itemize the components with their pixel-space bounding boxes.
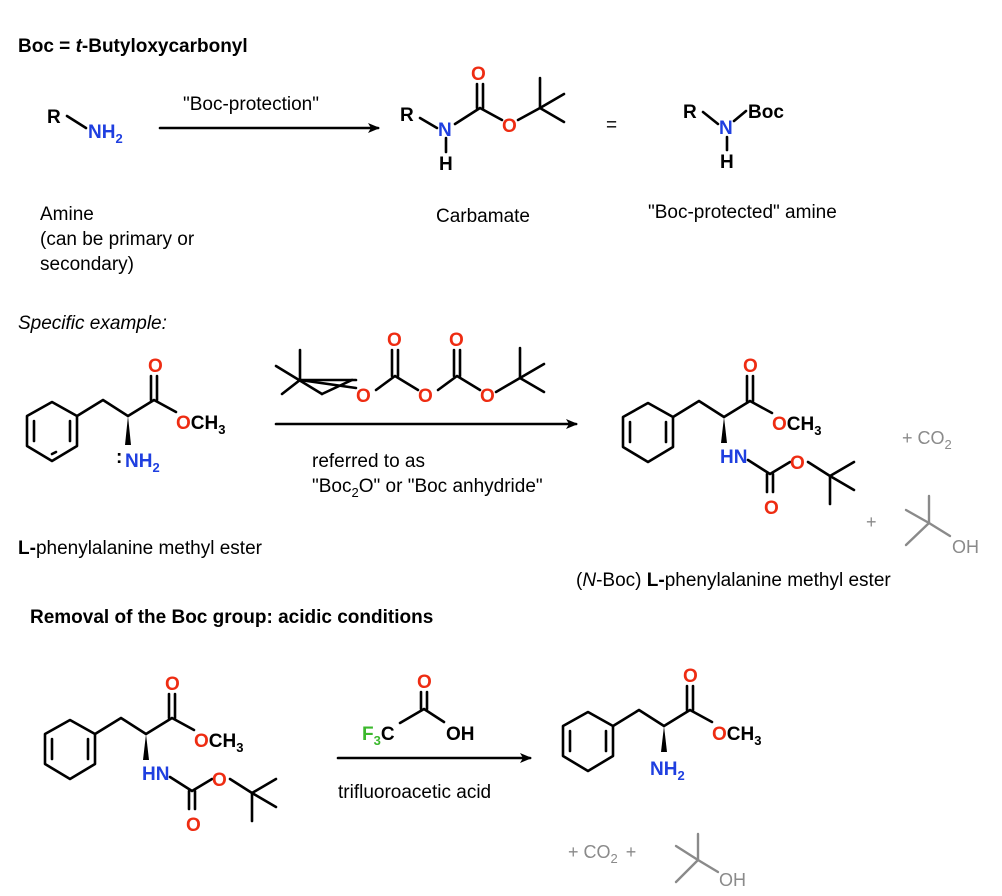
tfa-caption: trifluoroacetic acid: [338, 782, 491, 803]
svg-text:O: O: [148, 356, 163, 377]
svg-text:Boc: Boc: [748, 102, 784, 123]
svg-text:OH: OH: [719, 870, 746, 890]
svg-text:HN: HN: [142, 764, 169, 785]
equals-sign: =: [606, 115, 617, 136]
svg-text:O: O: [186, 815, 201, 836]
boc-anhydride-caption: referred to as "Boc2O" or "Boc anhydride…: [312, 451, 543, 500]
removal-product-structure: O OCH3 NH2: [561, 666, 761, 783]
svg-text:O: O: [502, 116, 517, 137]
svg-text:R: R: [47, 107, 61, 128]
svg-text:OCH3: OCH3: [772, 414, 821, 438]
start-material-caption: L-phenylalanine methyl ester: [18, 538, 263, 559]
specific-example-label: Specific example:: [18, 313, 167, 334]
removal-tert-butanol-structure: OH: [674, 832, 746, 890]
svg-text:O: O: [764, 498, 779, 519]
removal-byproducts: + CO2+: [568, 842, 636, 866]
svg-text:OCH3: OCH3: [194, 731, 243, 755]
svg-text:OCH3: OCH3: [712, 724, 761, 748]
svg-text:O: O: [790, 453, 805, 474]
tert-butanol-structure: OH: [904, 494, 979, 557]
carbamate-caption: Carbamate: [436, 206, 530, 227]
svg-text:H: H: [439, 154, 453, 175]
svg-text:OH: OH: [952, 537, 979, 557]
svg-text:O: O: [165, 674, 180, 695]
svg-text:O: O: [449, 330, 464, 351]
svg-text:R: R: [400, 105, 414, 126]
svg-text:N: N: [438, 120, 452, 141]
svg-text:O: O: [356, 386, 371, 407]
svg-text:R: R: [683, 102, 697, 123]
boc-anhydride-structure: O O O O O: [274, 330, 546, 407]
svg-text:O: O: [387, 330, 402, 351]
boc-amine-structure: R N Boc H: [683, 102, 784, 173]
svg-text:NH2: NH2: [88, 122, 123, 146]
removal-start-structure: O OCH3 HN O O: [43, 674, 278, 836]
svg-text:OCH3: OCH3: [176, 413, 225, 437]
svg-text:O: O: [480, 386, 495, 407]
svg-text:O: O: [743, 356, 758, 377]
svg-text:O: O: [683, 666, 698, 687]
svg-text:OH: OH: [446, 724, 475, 745]
svg-text:O: O: [212, 770, 227, 791]
svg-text:N: N: [719, 118, 733, 139]
svg-text::: :: [116, 447, 122, 468]
svg-text:H: H: [720, 152, 734, 173]
removal-heading: Removal of the Boc group: acidic conditi…: [30, 607, 433, 628]
nboc-phenylalanine-methyl-ester: O OCH3 HN O O: [621, 356, 856, 519]
svg-text:HN: HN: [720, 447, 747, 468]
carbamate-structure: R N H O O: [400, 64, 566, 175]
svg-text:F3C: F3C: [362, 724, 395, 748]
heading-boc: Boc = t-Butyloxycarbonyl: [18, 36, 248, 57]
co2-byproduct: + CO2: [902, 428, 952, 452]
amine-structure: R NH2: [47, 107, 123, 146]
phenylalanine-methyl-ester: O OCH3 : NH2: [25, 356, 225, 475]
svg-text:NH2: NH2: [125, 451, 160, 475]
product-caption: (N-Boc) L-phenylalanine methyl ester: [576, 570, 891, 591]
amine-caption: Amine (can be primary or secondary): [40, 204, 199, 275]
svg-text:O: O: [418, 386, 433, 407]
svg-text:O: O: [417, 672, 432, 693]
boc-amine-caption: "Boc-protected" amine: [648, 202, 837, 223]
svg-text:O: O: [471, 64, 486, 85]
tbuoh-plus: +: [866, 512, 877, 532]
trifluoroacetic-acid-structure: O F3C OH: [362, 672, 475, 748]
boc-protection-label: "Boc-protection": [183, 94, 319, 115]
svg-text:NH2: NH2: [650, 759, 685, 783]
